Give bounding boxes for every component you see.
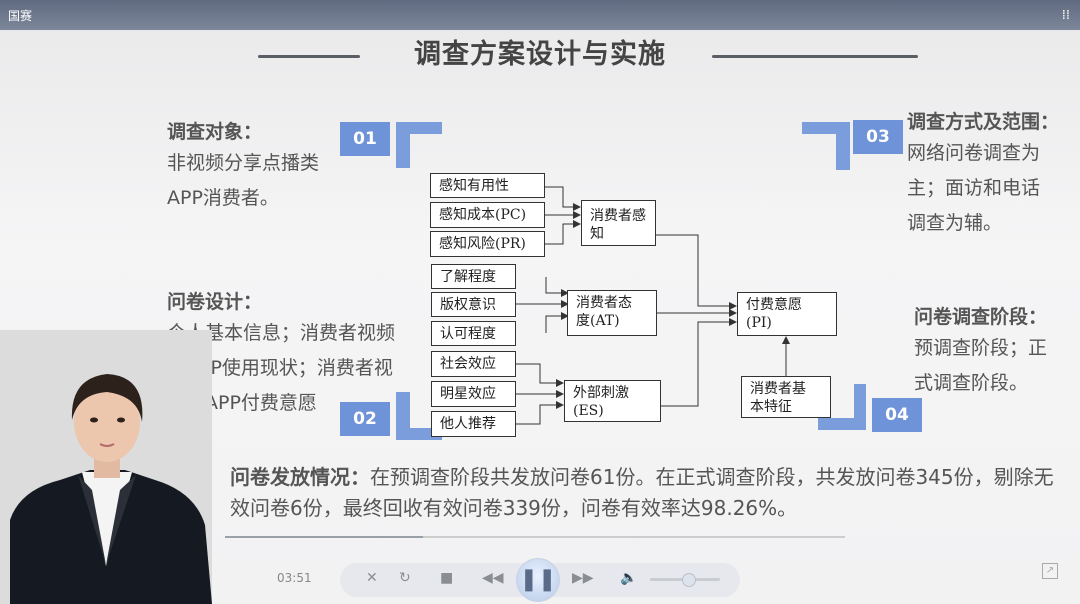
timeline-progress	[225, 536, 424, 538]
pause-button[interactable]: ❚❚	[516, 558, 560, 602]
badge-01: 01	[340, 122, 390, 156]
corner-shape-03	[802, 122, 850, 170]
node-external-stimulus: 外部刺激(ES)	[564, 380, 661, 422]
distribution-label: 问卷发放情况：	[230, 465, 370, 489]
corner-shape-01	[396, 122, 442, 168]
distribution-paragraph: 问卷发放情况：在预调查阶段共发放问卷61份。在正式调查阶段，共发放问卷345份，…	[230, 462, 1060, 524]
node-perceived-cost: 感知成本(PC)	[430, 202, 545, 228]
badge-03: 03	[853, 120, 903, 154]
title-line-left	[258, 55, 360, 58]
node-payment-intention: 付费意愿(PI)	[737, 292, 837, 336]
window-label: 国赛	[8, 9, 33, 23]
loop-icon[interactable]: ✕	[366, 570, 378, 586]
slide-title: 调查方案设计与实施	[414, 39, 666, 70]
presenter-image	[0, 330, 212, 604]
target-title: 调查对象：	[167, 121, 263, 143]
node-consumer-attitude: 消费者态度(AT)	[567, 290, 657, 336]
node-recommendation: 他人推荐	[431, 411, 516, 437]
node-social-effect: 社会效应	[431, 351, 516, 377]
node-consumer-perception: 消费者感知	[581, 200, 656, 246]
rewind-icon[interactable]: ◀◀	[482, 570, 504, 586]
badge-04: 04	[872, 398, 922, 432]
grid-icon[interactable]: ⁞⁞	[1061, 8, 1070, 23]
corner-shape-04	[818, 384, 866, 430]
fullscreen-icon[interactable]: ↗	[1042, 563, 1058, 579]
presenter-video	[0, 330, 212, 604]
node-awareness: 了解程度	[431, 264, 516, 289]
refresh-icon[interactable]: ↻	[399, 570, 411, 586]
questionnaire-title: 问卷设计：	[167, 291, 263, 313]
window-title-bar: 国赛 ⁞⁞	[0, 0, 1080, 30]
target-text: 非视频分享点播类 APP消费者。	[167, 152, 320, 209]
node-recognition: 认可程度	[431, 321, 516, 346]
distribution-text: 在预调查阶段共发放问卷61份。在正式调查阶段，共发放问卷345份，剔除无效问卷6…	[230, 465, 1054, 520]
volume-knob[interactable]	[682, 573, 696, 587]
timeline-track[interactable]	[225, 536, 845, 538]
method-title: 调查方式及范围：	[907, 111, 1060, 133]
stages-title: 问卷调查阶段：	[914, 306, 1048, 328]
node-basic-characteristics: 消费者基本特征	[741, 376, 831, 418]
method-text: 网络问卷调查为 主；面访和电话 调查为辅。	[907, 142, 1041, 234]
volume-icon[interactable]: 🔈	[620, 570, 638, 586]
node-perceived-usefulness: 感知有用性	[430, 173, 545, 198]
node-copyright: 版权意识	[431, 292, 516, 317]
stages-text: 预调查阶段；正 式调查阶段。	[914, 337, 1048, 394]
title-line-right	[712, 55, 918, 58]
node-perceived-risk: 感知风险(PR)	[430, 231, 545, 257]
badge-02: 02	[340, 402, 390, 436]
questionnaire-text: 个人基本信息；消费者视频 类APP使用现状；消费者视 频类APP付费意愿	[167, 322, 396, 414]
fast-forward-icon[interactable]: ▶▶	[572, 570, 594, 586]
stop-icon[interactable]: ■	[440, 570, 454, 586]
node-star-effect: 明星效应	[431, 381, 516, 407]
elapsed-time: 03:51	[277, 571, 312, 585]
corner-shape-02	[396, 392, 442, 440]
